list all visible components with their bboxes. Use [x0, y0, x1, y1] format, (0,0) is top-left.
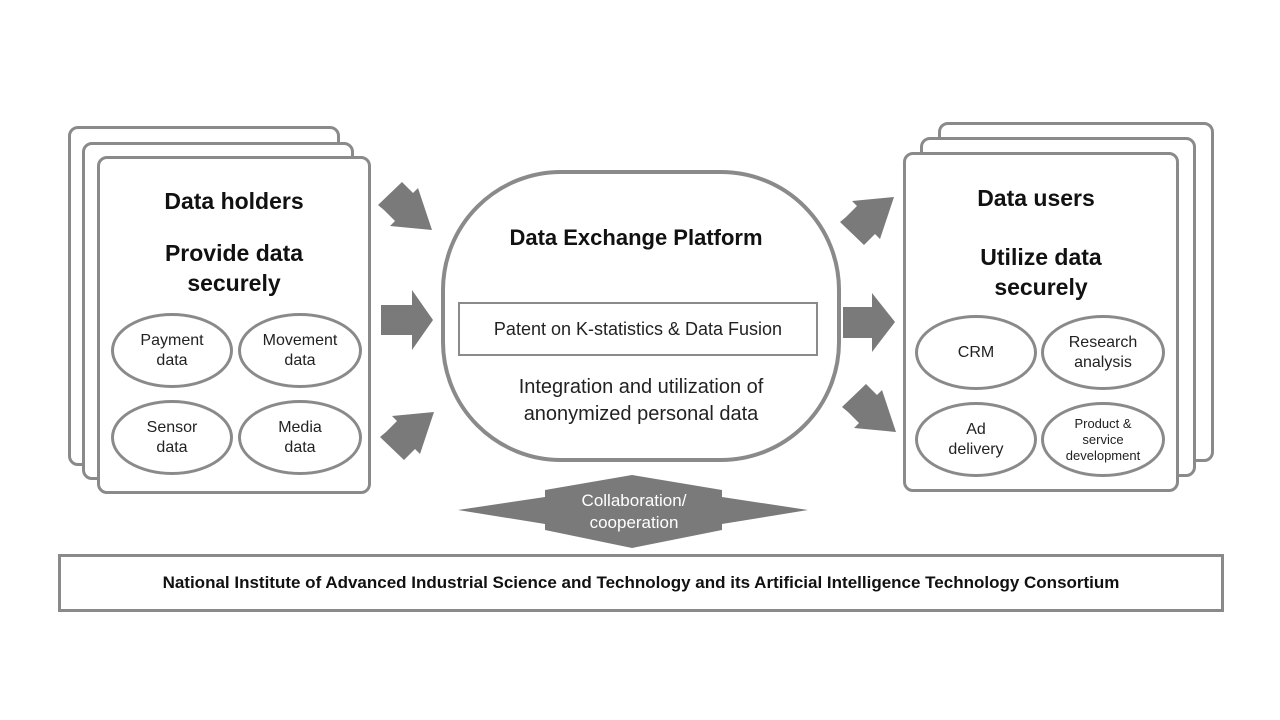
arrow-in-top	[378, 182, 432, 230]
data-holders-heading: Data holders	[164, 188, 304, 214]
research-analysis-oval: Research analysis	[1041, 315, 1165, 390]
utilize-data-heading: Utilize data securely	[980, 244, 1102, 300]
collaboration-arrow	[458, 475, 808, 548]
patent-text: Patent on K-statistics & Data Fusion	[493, 318, 783, 339]
arrow-out-bottom	[842, 384, 896, 432]
media-data-oval: Media data	[238, 400, 362, 475]
crm-oval: CRM	[915, 315, 1037, 390]
patent-box: Patent on K-statistics & Data Fusion	[458, 302, 818, 356]
provide-data-heading: Provide data securely	[164, 240, 304, 296]
payment-data-oval: Payment data	[111, 313, 233, 388]
platform-description: Integration and utilization of anonymize…	[518, 376, 764, 425]
arrow-out-top	[840, 197, 894, 245]
platform-title: Data Exchange Platform	[509, 225, 763, 250]
footer-box: National Institute of Advanced Industria…	[58, 554, 1224, 612]
footer-text: National Institute of Advanced Industria…	[162, 573, 1120, 592]
movement-data-oval: Movement data	[238, 313, 362, 388]
product-service-development-oval: Product & service development	[1041, 402, 1165, 477]
arrow-out-middle	[843, 293, 895, 352]
data-users-heading: Data users	[977, 185, 1095, 211]
ad-delivery-oval: Ad delivery	[915, 402, 1037, 477]
arrow-in-bottom	[380, 412, 434, 460]
arrow-in-middle	[381, 290, 433, 350]
collaboration-label: Collaboration/ cooperation	[581, 491, 687, 532]
sensor-data-oval: Sensor data	[111, 400, 233, 475]
